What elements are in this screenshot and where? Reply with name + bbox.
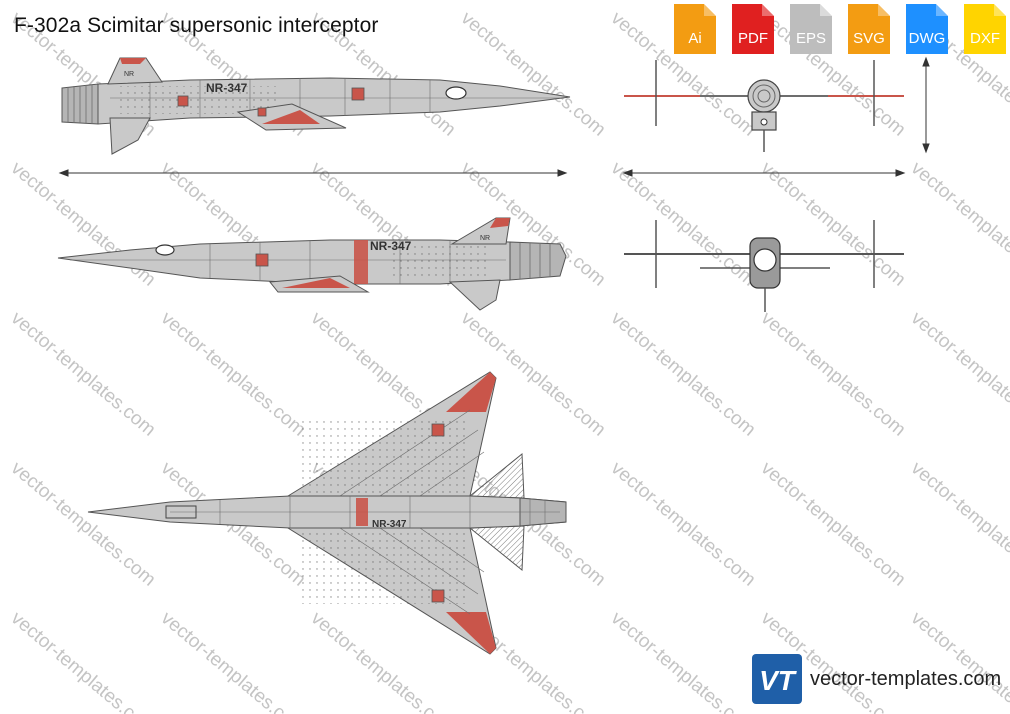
- fin-code-upper: NR: [124, 71, 134, 78]
- pdf-file-icon[interactable]: PDF: [730, 4, 776, 54]
- rear-view: [624, 220, 904, 312]
- tail-number-lower: NR-347: [370, 239, 412, 253]
- height-dimension-line: [922, 56, 930, 154]
- span-dimension-line: [622, 169, 906, 177]
- brand-name[interactable]: vector-templates.com: [810, 668, 1002, 690]
- format-icons-bar: Ai PDF EPS SVG DWG DXF: [672, 4, 1008, 58]
- eps-file-label: EPS: [795, 30, 826, 47]
- tail-number-upper: NR-347: [206, 81, 248, 95]
- eps-file-icon[interactable]: EPS: [788, 4, 834, 54]
- side-view-upper: NR NR-347: [61, 57, 571, 155]
- side-view-lower: NR NR-347: [57, 217, 567, 311]
- ai-file-label: Ai: [688, 30, 702, 47]
- page-title: F-302a Scimitar supersonic interceptor: [14, 14, 379, 37]
- brand-footer: VT vector-templates.com: [752, 654, 1008, 704]
- dxf-file-label: DXF: [970, 30, 1000, 47]
- dwg-file-icon[interactable]: DWG: [904, 4, 950, 54]
- front-view: [624, 60, 904, 152]
- svg-file-label: SVG: [853, 30, 885, 47]
- ai-file-icon[interactable]: Ai: [672, 4, 718, 54]
- dwg-file-label: DWG: [908, 30, 946, 47]
- pdf-file-label: PDF: [738, 30, 768, 47]
- fin-code-lower: NR: [480, 235, 490, 242]
- svg-file-icon[interactable]: SVG: [846, 4, 892, 54]
- vt-logo: VT: [752, 654, 802, 704]
- dxf-file-icon[interactable]: DXF: [962, 4, 1008, 54]
- tail-number-top: NR-347: [372, 519, 407, 530]
- logo-letters: VT: [759, 665, 798, 696]
- top-view: NR-347: [87, 371, 567, 655]
- length-dimension-line: [58, 169, 568, 177]
